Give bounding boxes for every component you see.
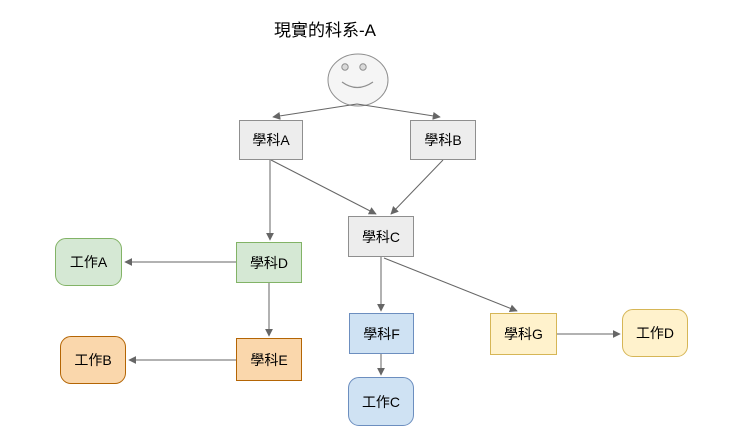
node-subject-a-label: 學科A: [252, 132, 290, 148]
person-smiley-icon: [327, 53, 389, 107]
face-left-eye: [341, 63, 349, 71]
edge-subject-c-to-subject-g: [383, 257, 518, 313]
face-outline: [327, 53, 389, 107]
node-job-d-label: 工作D: [635, 325, 675, 341]
node-job-d: 工作D: [622, 309, 688, 357]
node-subject-d: 學科D: [236, 242, 302, 283]
node-job-a: 工作A: [55, 238, 122, 286]
edge-person-to-subject-a: [272, 103, 358, 120]
node-subject-g-label: 學科G: [504, 326, 543, 342]
face-smile: [341, 81, 374, 89]
face-right-eye: [359, 63, 367, 71]
node-subject-c-label: 學科C: [361, 228, 401, 245]
diagram-title: 現實的科系-A: [274, 21, 376, 40]
node-subject-b-label: 學科B: [424, 132, 462, 148]
edge-person-to-subject-b: [356, 103, 441, 120]
node-subject-f-label: 學科F: [363, 325, 400, 342]
node-job-c: 工作C: [348, 377, 414, 426]
node-subject-d-label: 學科D: [249, 254, 289, 271]
edge-subject-b-to-subject-c: [390, 159, 444, 215]
edge-subject-a-to-subject-c: [270, 159, 377, 215]
node-job-b-label: 工作B: [74, 352, 112, 368]
node-job-c-label: 工作C: [361, 393, 401, 410]
node-subject-e: 學科E: [236, 338, 302, 381]
node-job-b: 工作B: [60, 336, 126, 384]
node-job-a-label: 工作A: [69, 254, 108, 270]
node-subject-g: 學科G: [490, 313, 557, 355]
node-subject-c: 學科C: [348, 216, 414, 257]
node-subject-a: 學科A: [239, 120, 303, 160]
node-subject-b: 學科B: [410, 120, 476, 160]
node-subject-e-label: 學科E: [250, 351, 288, 368]
node-subject-f: 學科F: [349, 313, 414, 354]
